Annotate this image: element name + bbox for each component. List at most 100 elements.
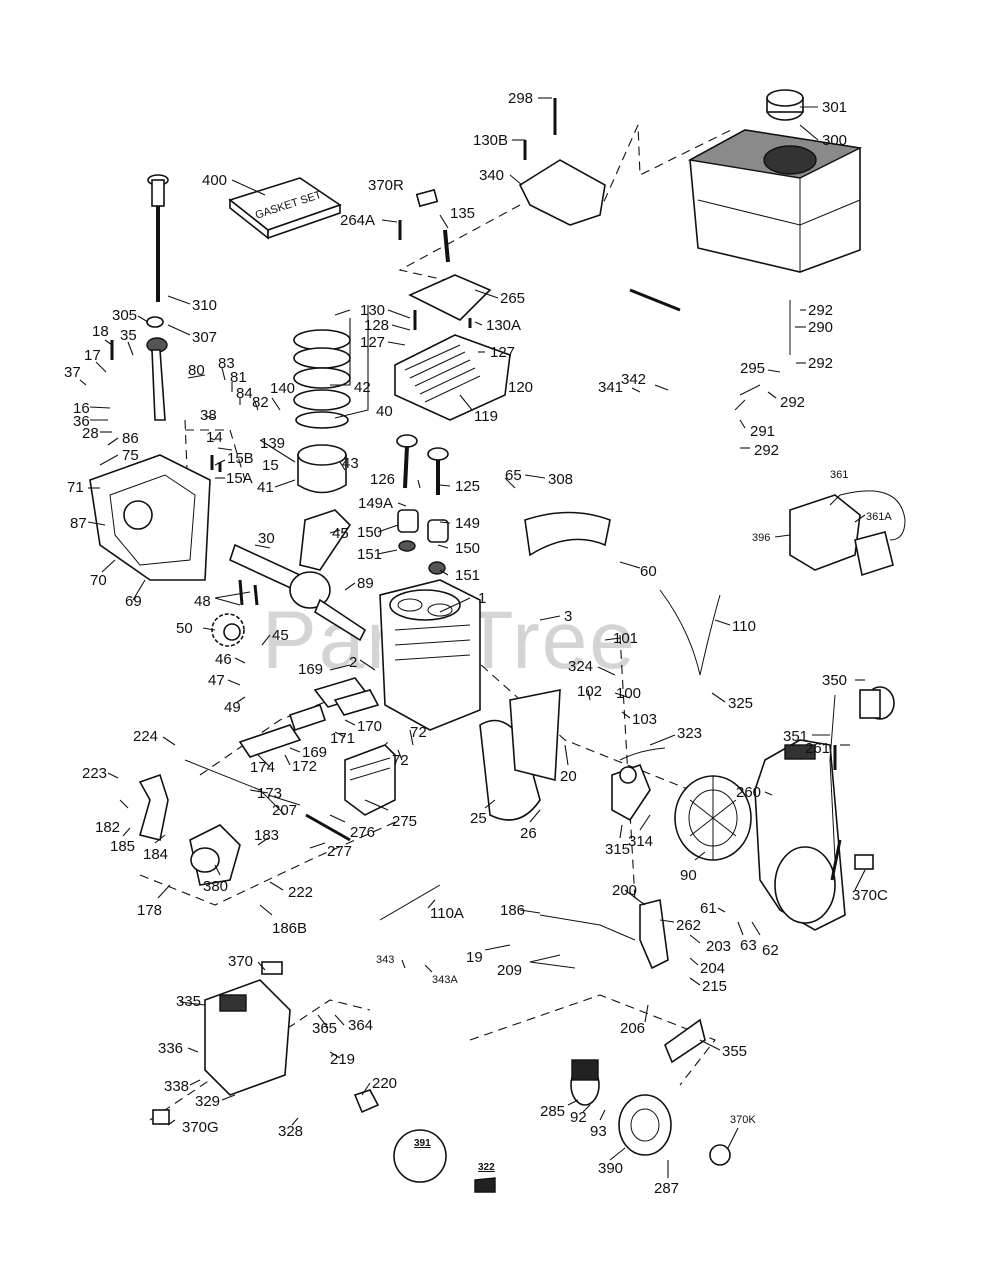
callout-351: 351 — [783, 728, 808, 745]
callout-186B: 186B — [272, 920, 307, 937]
callout-222: 222 — [288, 884, 313, 901]
callout-100: 100 — [616, 685, 641, 702]
callout-350: 350 — [822, 672, 847, 689]
callout-14: 14 — [206, 429, 223, 446]
control-shroud — [204, 979, 291, 1096]
callout-81: 81 — [230, 369, 247, 386]
callout-150-left: 150 — [357, 524, 382, 541]
callout-200: 200 — [612, 882, 637, 899]
callout-325: 325 — [728, 695, 753, 712]
callout-128: 128 — [364, 317, 389, 334]
callout-103: 103 — [632, 711, 657, 728]
callout-140: 140 — [270, 380, 295, 397]
callout-380: 380 — [203, 878, 228, 895]
callout-298: 298 — [508, 90, 533, 107]
callout-15: 15 — [262, 457, 279, 474]
callout-203: 203 — [706, 938, 731, 955]
heat-shield — [524, 511, 611, 557]
valves — [396, 434, 449, 495]
callout-328: 328 — [278, 1123, 303, 1140]
callout-38: 38 — [200, 407, 217, 424]
callout-287: 287 — [654, 1180, 679, 1197]
fuel-pump — [859, 686, 895, 720]
callout-277: 277 — [327, 843, 352, 860]
valve-springs — [397, 509, 449, 575]
fuel-tank — [687, 129, 863, 273]
throttle-link — [379, 884, 441, 921]
callout-215: 215 — [702, 978, 727, 995]
fuel-line — [734, 300, 791, 411]
callout-82: 82 — [252, 394, 269, 411]
callout-290: 290 — [808, 319, 833, 336]
callout-26: 26 — [520, 825, 537, 842]
callout-342: 342 — [621, 371, 646, 388]
callout-178: 178 — [137, 902, 162, 919]
callout-370C: 370C — [852, 887, 888, 904]
callout-355: 355 — [722, 1043, 747, 1060]
callout-135: 135 — [450, 205, 475, 222]
side-plate — [509, 689, 561, 782]
callout-186: 186 — [500, 902, 525, 919]
callout-265: 265 — [500, 290, 525, 307]
callout-20: 20 — [560, 768, 577, 785]
starter-handle — [664, 1018, 706, 1064]
callout-35: 35 — [120, 327, 137, 344]
callout-370: 370 — [228, 953, 253, 970]
connecting-rod — [299, 509, 352, 571]
callout-323: 323 — [677, 725, 702, 742]
callout-130: 130 — [360, 302, 385, 319]
gasket-set-box: GASKET SET — [228, 177, 342, 240]
callout-364: 364 — [348, 1017, 373, 1034]
fuel-cap — [766, 89, 804, 121]
callout-300: 300 — [822, 132, 847, 149]
callout-361A: 361A — [866, 511, 892, 523]
callout-343: 343 — [376, 954, 394, 966]
label-370c — [854, 854, 874, 870]
piston — [297, 444, 347, 494]
callout-170: 170 — [357, 718, 382, 735]
callout-310: 310 — [192, 297, 217, 314]
callout-174: 174 — [250, 759, 275, 776]
callout-370K: 370K — [730, 1114, 756, 1126]
tank-bracket — [518, 159, 606, 226]
callout-16: 16 — [73, 400, 90, 417]
muffler — [344, 744, 396, 816]
callout-361: 361 — [830, 469, 848, 481]
callout-324: 324 — [568, 658, 593, 675]
callout-295: 295 — [740, 360, 765, 377]
callout-83: 83 — [218, 355, 235, 372]
callout-125: 125 — [455, 478, 480, 495]
callout-43: 43 — [342, 455, 359, 472]
callout-126: 126 — [370, 471, 395, 488]
callout-70: 70 — [90, 572, 107, 589]
callout-60: 60 — [640, 563, 657, 580]
callout-169-top: 169 — [298, 661, 323, 678]
callout-292-c: 292 — [780, 394, 805, 411]
choke-cable — [539, 914, 636, 941]
callout-184: 184 — [143, 846, 168, 863]
callout-314: 314 — [628, 833, 653, 850]
callout-130A: 130A — [486, 317, 521, 334]
callout-224: 224 — [133, 728, 158, 745]
callout-220: 220 — [372, 1075, 397, 1092]
head-cover — [408, 274, 492, 321]
callout-291: 291 — [750, 423, 775, 440]
callout-17: 17 — [84, 347, 101, 364]
callout-92: 92 — [570, 1109, 587, 1126]
callout-110: 110 — [732, 618, 756, 635]
callout-365: 365 — [312, 1020, 337, 1037]
callout-15B: 15B — [227, 450, 254, 467]
crankshaft — [229, 543, 367, 642]
callout-262: 262 — [676, 917, 701, 934]
callout-37: 37 — [64, 364, 81, 381]
callout-400: 400 — [202, 172, 227, 189]
callout-301: 301 — [822, 99, 847, 116]
callout-15A: 15A — [226, 470, 253, 487]
callout-204: 204 — [700, 960, 725, 977]
callout-206: 206 — [620, 1020, 645, 1037]
callout-63: 63 — [740, 937, 757, 954]
callout-182: 182 — [95, 819, 120, 836]
callout-75: 75 — [122, 447, 139, 464]
callout-1: 1 — [478, 590, 486, 607]
callout-340: 340 — [479, 167, 504, 184]
